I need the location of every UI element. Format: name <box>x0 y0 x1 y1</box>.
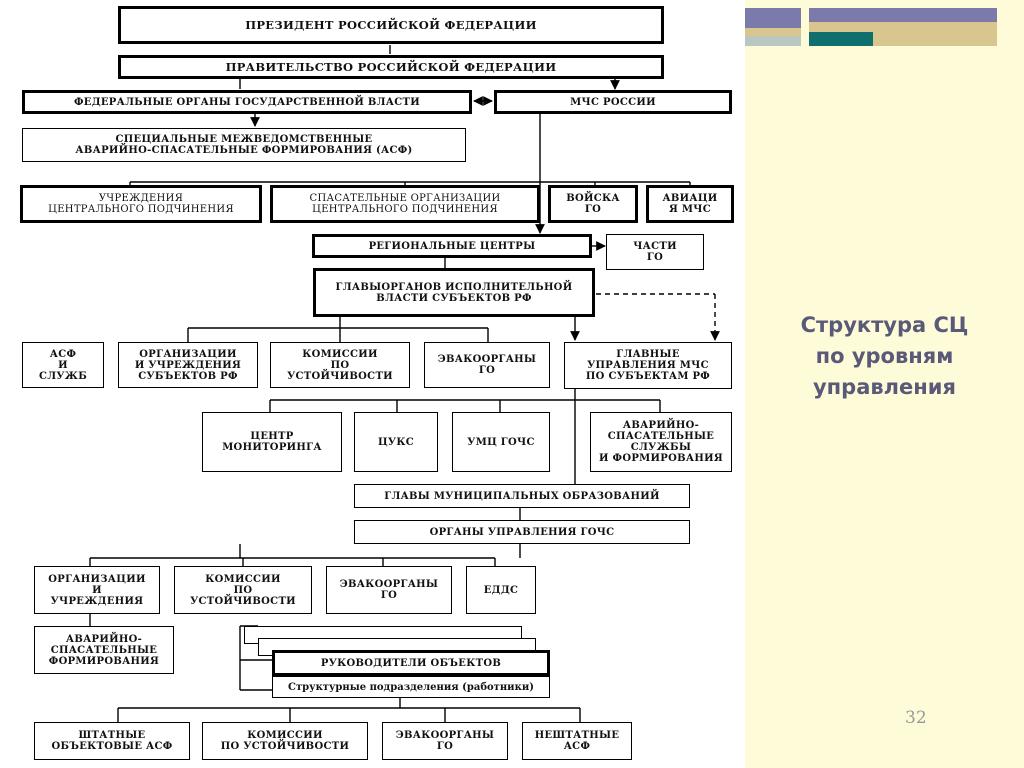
node-umts: УМЦ ГОЧС <box>452 412 550 472</box>
node-staff-asf: ШТАТНЫЕ ОБЪЕКТОВЫЕ АСФ <box>34 722 190 760</box>
node-evac-organs-2: ЭВАКООРГАНЫ ГО <box>326 566 452 614</box>
node-evac-organs-3: ЭВАКООРГАНЫ ГО <box>382 722 508 760</box>
node-mchs: МЧС РОССИИ <box>494 90 732 114</box>
node-aviation: АВИАЦИ Я МЧС <box>646 185 734 223</box>
node-monitoring-center: ЦЕНТР МОНИТОРИНГА <box>202 412 342 472</box>
node-exec-heads: ГЛАВЫОРГАНОВ ИСПОЛНИТЕЛЬНОЙ ВЛАСТИ СУБЪЕ… <box>313 268 595 317</box>
slide-sidebar <box>745 0 1024 768</box>
node-asf-services: АСФ И СЛУЖБ <box>22 342 104 388</box>
node-edds: ЕДДС <box>466 566 536 614</box>
node-structural-units: Структурные подразделения (работники) <box>272 676 550 698</box>
node-central-institutions: УЧРЕЖДЕНИЯ ЦЕНТРАЛЬНОГО ПОДЧИНЕНИЯ <box>20 185 262 223</box>
decor-block-tan-right <box>809 22 997 32</box>
slide-title: Структура СЦ по уровням управления <box>800 313 969 399</box>
node-tsuks: ЦУКС <box>354 412 438 472</box>
node-evac-organs: ЭВАКООРГАНЫ ГО <box>424 342 550 388</box>
node-special-asf: СПЕЦИАЛЬНЫЕ МЕЖВЕДОМСТВЕННЫЕ АВАРИЙНО-СП… <box>22 128 466 162</box>
node-main-directorates: ГЛАВНЫЕ УПРАВЛЕНИЯ МЧС ПО СУБЪЕКТАМ РФ <box>564 342 732 389</box>
node-regional-centers: РЕГИОНАЛЬНЫЕ ЦЕНТРЫ <box>312 234 592 258</box>
node-rescue-formations: АВАРИЙНО- СПАСАТЕЛЬНЫЕ ФОРМИРОВАНИЯ <box>34 626 174 674</box>
node-go-units: ЧАСТИ ГО <box>606 234 704 270</box>
node-gochs-organs: ОРГАНЫ УПРАВЛЕНИЯ ГОЧС <box>354 520 690 544</box>
decor-block-teal-left <box>745 36 801 46</box>
node-federal-organs: ФЕДЕРАЛЬНЫЕ ОРГАНЫ ГОСУДАРСТВЕННОЙ ВЛАСТ… <box>22 90 472 114</box>
node-rescue-services: АВАРИЙНО- СПАСАТЕЛЬНЫЕ СЛУЖБЫ И ФОРМИРОВ… <box>590 412 732 472</box>
connector-lines <box>89 45 720 722</box>
node-government: ПРАВИТЕЛЬСТВО РОССИЙСКОЙ ФЕДЕРАЦИИ <box>118 55 664 79</box>
org-chart: ПРЕЗИДЕНТ РОССИЙСКОЙ ФЕДЕРАЦИИ ПРАВИТЕЛЬ… <box>20 6 734 760</box>
node-orgs-institutions: ОРГАНИЗАЦИИ И УЧРЕЖДЕНИЯ <box>34 566 160 614</box>
decor-block-tan-left <box>745 28 801 36</box>
node-subject-orgs: ОРГАНИЗАЦИИ И УЧРЕЖДЕНИЯ СУБЪЕКТОВ РФ <box>118 342 258 388</box>
page-number: 32 <box>905 708 927 728</box>
node-object-heads: РУКОВОДИТЕЛИ ОБЪЕКТОВ <box>272 650 550 676</box>
decor-block-teal-right <box>809 32 873 46</box>
decor-block-purple-left <box>745 8 801 28</box>
decor-block-purple-right <box>809 8 997 22</box>
decor-block-cream-right <box>873 32 997 46</box>
node-municipal-heads: ГЛАВЫ МУНИЦИПАЛЬНЫХ ОБРАЗОВАНИЙ <box>354 484 690 508</box>
node-go-troops: ВОЙСКА ГО <box>548 185 638 223</box>
node-rescue-orgs: СПАСАТЕЛЬНЫЕ ОРГАНИЗАЦИИ ЦЕНТРАЛЬНОГО ПО… <box>270 185 540 223</box>
node-stability-commissions-2: КОМИССИИ ПО УСТОЙЧИВОСТИ <box>174 566 312 614</box>
node-president: ПРЕЗИДЕНТ РОССИЙСКОЙ ФЕДЕРАЦИИ <box>118 6 664 44</box>
node-stability-commissions: КОМИССИИ ПО УСТОЙЧИВОСТИ <box>270 342 410 388</box>
node-nonstaff-asf: НЕШТАТНЫЕ АСФ <box>522 722 632 760</box>
node-object-commissions: КОМИССИИ ПО УСТОЙЧИВОСТИ <box>202 722 368 760</box>
